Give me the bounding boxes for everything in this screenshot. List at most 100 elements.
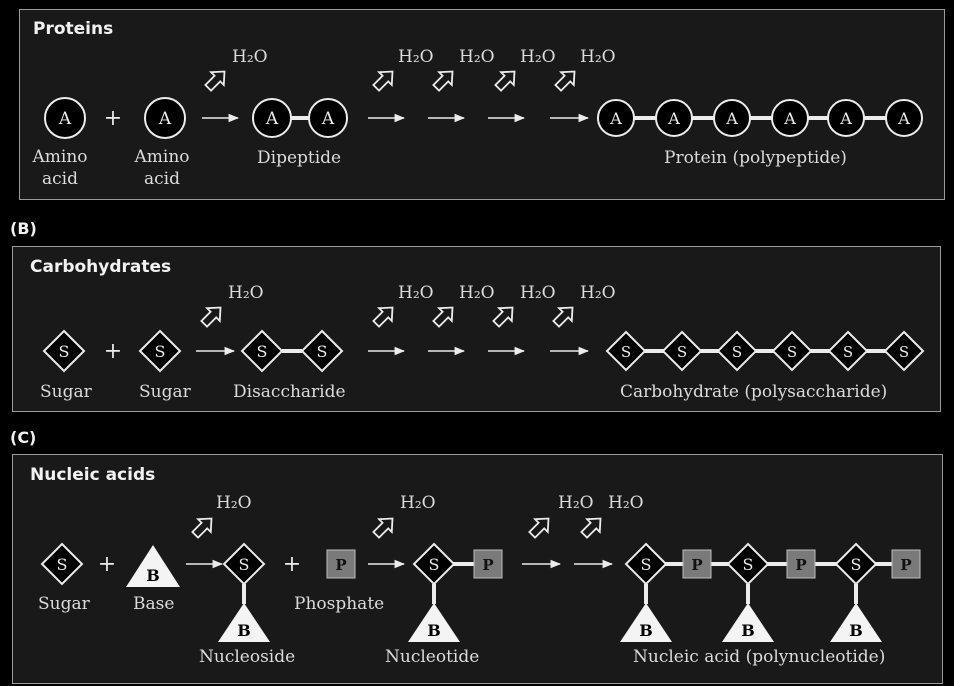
unit-symbol: S bbox=[843, 343, 853, 361]
water-label: H₂O bbox=[459, 47, 495, 67]
unit-symbol: A bbox=[783, 109, 796, 128]
dipeptide-molecule: A A bbox=[252, 98, 348, 138]
water-release-arrow-icon bbox=[432, 306, 454, 328]
polynucleotide-chain: S S S P P P B B B bbox=[620, 542, 921, 642]
polypeptide-chain: A A A A A A bbox=[597, 99, 923, 137]
label-sugar-1: Sugar bbox=[40, 382, 92, 402]
label-nucleic-acid: Nucleic acid (polynucleotide) bbox=[633, 647, 886, 667]
polysaccharide-chain: S S S S S S bbox=[605, 330, 925, 372]
unit-symbol: B bbox=[146, 566, 160, 585]
water-label: H₂O bbox=[398, 283, 434, 303]
unit-symbol: S bbox=[641, 555, 652, 574]
label-nucleotide: Nucleotide bbox=[385, 647, 480, 667]
unit-symbol: A bbox=[725, 109, 738, 128]
water-release-arrow-icon bbox=[204, 70, 226, 92]
label-dipeptide: Dipeptide bbox=[257, 148, 342, 168]
unit-symbol: P bbox=[900, 556, 911, 574]
base-monomer: B bbox=[126, 545, 180, 587]
unit-symbol: P bbox=[691, 556, 702, 574]
unit-symbol: S bbox=[787, 343, 797, 361]
water-label: H₂O bbox=[558, 493, 594, 513]
label-phosphate: Phosphate bbox=[294, 594, 385, 614]
unit-symbol: A bbox=[158, 109, 172, 129]
nucleoside-molecule: S B bbox=[218, 542, 270, 642]
unit-symbol: S bbox=[899, 343, 909, 361]
water-release-arrow-icon bbox=[580, 517, 602, 539]
label-base: Base bbox=[133, 594, 175, 614]
plus-sign: + bbox=[104, 106, 122, 131]
sugar-monomer-1: S bbox=[42, 329, 86, 373]
panel-title-carbohydrates: Carbohydrates bbox=[30, 257, 172, 277]
unit-symbol: A bbox=[265, 109, 279, 129]
label-amino-acid-1: Amino acid bbox=[32, 147, 88, 189]
label-disaccharide: Disaccharide bbox=[233, 382, 346, 402]
unit-symbol: B bbox=[639, 621, 653, 640]
panel-label-c: (C) bbox=[10, 428, 37, 447]
water-release-arrow-icon bbox=[432, 70, 454, 92]
plus-sign: + bbox=[104, 339, 122, 364]
water-release-arrow-icon bbox=[554, 70, 576, 92]
unit-symbol: S bbox=[429, 555, 440, 574]
amino-acid-1: A bbox=[44, 97, 86, 139]
water-release-arrow-icon bbox=[372, 70, 394, 92]
water-release-arrow-icon bbox=[200, 306, 222, 328]
unit-symbol: B bbox=[427, 621, 441, 640]
disaccharide-molecule: S S bbox=[240, 329, 344, 373]
unit-symbol: S bbox=[59, 342, 70, 361]
label-sugar-2: Sugar bbox=[139, 382, 191, 402]
water-label: H₂O bbox=[216, 493, 252, 513]
water-label: H₂O bbox=[608, 493, 644, 513]
label-nucleoside: Nucleoside bbox=[199, 647, 296, 667]
sugar-monomer-2: S bbox=[138, 329, 182, 373]
unit-symbol: A bbox=[667, 109, 680, 128]
nucleotide-molecule: S P B bbox=[408, 542, 503, 642]
water-release-arrow-icon bbox=[494, 70, 516, 92]
water-label: H₂O bbox=[228, 283, 264, 303]
water-label: H₂O bbox=[520, 283, 556, 303]
unit-symbol: P bbox=[335, 556, 346, 574]
amino-acid-2: A bbox=[144, 97, 186, 139]
label-sugar: Sugar bbox=[38, 594, 90, 614]
unit-symbol: S bbox=[57, 555, 68, 574]
water-release-arrow-icon bbox=[492, 306, 514, 328]
water-release-arrow-icon bbox=[191, 517, 213, 539]
unit-symbol: A bbox=[58, 109, 72, 129]
panel-label-b: (B) bbox=[10, 219, 37, 238]
panel-carbohydrates bbox=[12, 246, 941, 412]
label-amino-acid-2: Amino acid bbox=[134, 147, 190, 189]
phosphate-monomer: P bbox=[326, 549, 356, 579]
unit-symbol: A bbox=[609, 109, 622, 128]
plus-sign: + bbox=[283, 552, 301, 577]
unit-symbol: A bbox=[321, 109, 335, 129]
unit-symbol: S bbox=[743, 555, 754, 574]
unit-symbol: P bbox=[482, 556, 493, 574]
unit-symbol: S bbox=[257, 342, 268, 361]
label-carbohydrate: Carbohydrate (polysaccharide) bbox=[620, 382, 888, 402]
water-release-arrow-icon bbox=[528, 517, 550, 539]
label-protein: Protein (polypeptide) bbox=[664, 148, 847, 168]
water-label: H₂O bbox=[580, 283, 616, 303]
unit-symbol: P bbox=[795, 556, 806, 574]
unit-symbol: S bbox=[239, 555, 250, 574]
unit-symbol: S bbox=[851, 555, 862, 574]
water-release-arrow-icon bbox=[372, 306, 394, 328]
water-release-arrow-icon bbox=[372, 517, 394, 539]
water-label: H₂O bbox=[400, 493, 436, 513]
unit-symbol: B bbox=[849, 621, 863, 640]
unit-symbol: S bbox=[317, 342, 328, 361]
water-label: H₂O bbox=[232, 47, 268, 67]
unit-symbol: B bbox=[237, 621, 251, 640]
unit-symbol: A bbox=[839, 109, 852, 128]
unit-symbol: A bbox=[897, 109, 910, 128]
unit-symbol: S bbox=[621, 343, 631, 361]
water-label: H₂O bbox=[398, 47, 434, 67]
unit-symbol: B bbox=[741, 621, 755, 640]
panel-title-proteins: Proteins bbox=[33, 19, 114, 39]
sugar-monomer: S bbox=[40, 542, 84, 586]
water-label: H₂O bbox=[580, 47, 616, 67]
water-label: H₂O bbox=[520, 47, 556, 67]
panel-title-nucleic-acids: Nucleic acids bbox=[30, 465, 156, 485]
plus-sign: + bbox=[98, 552, 116, 577]
unit-symbol: S bbox=[677, 343, 687, 361]
